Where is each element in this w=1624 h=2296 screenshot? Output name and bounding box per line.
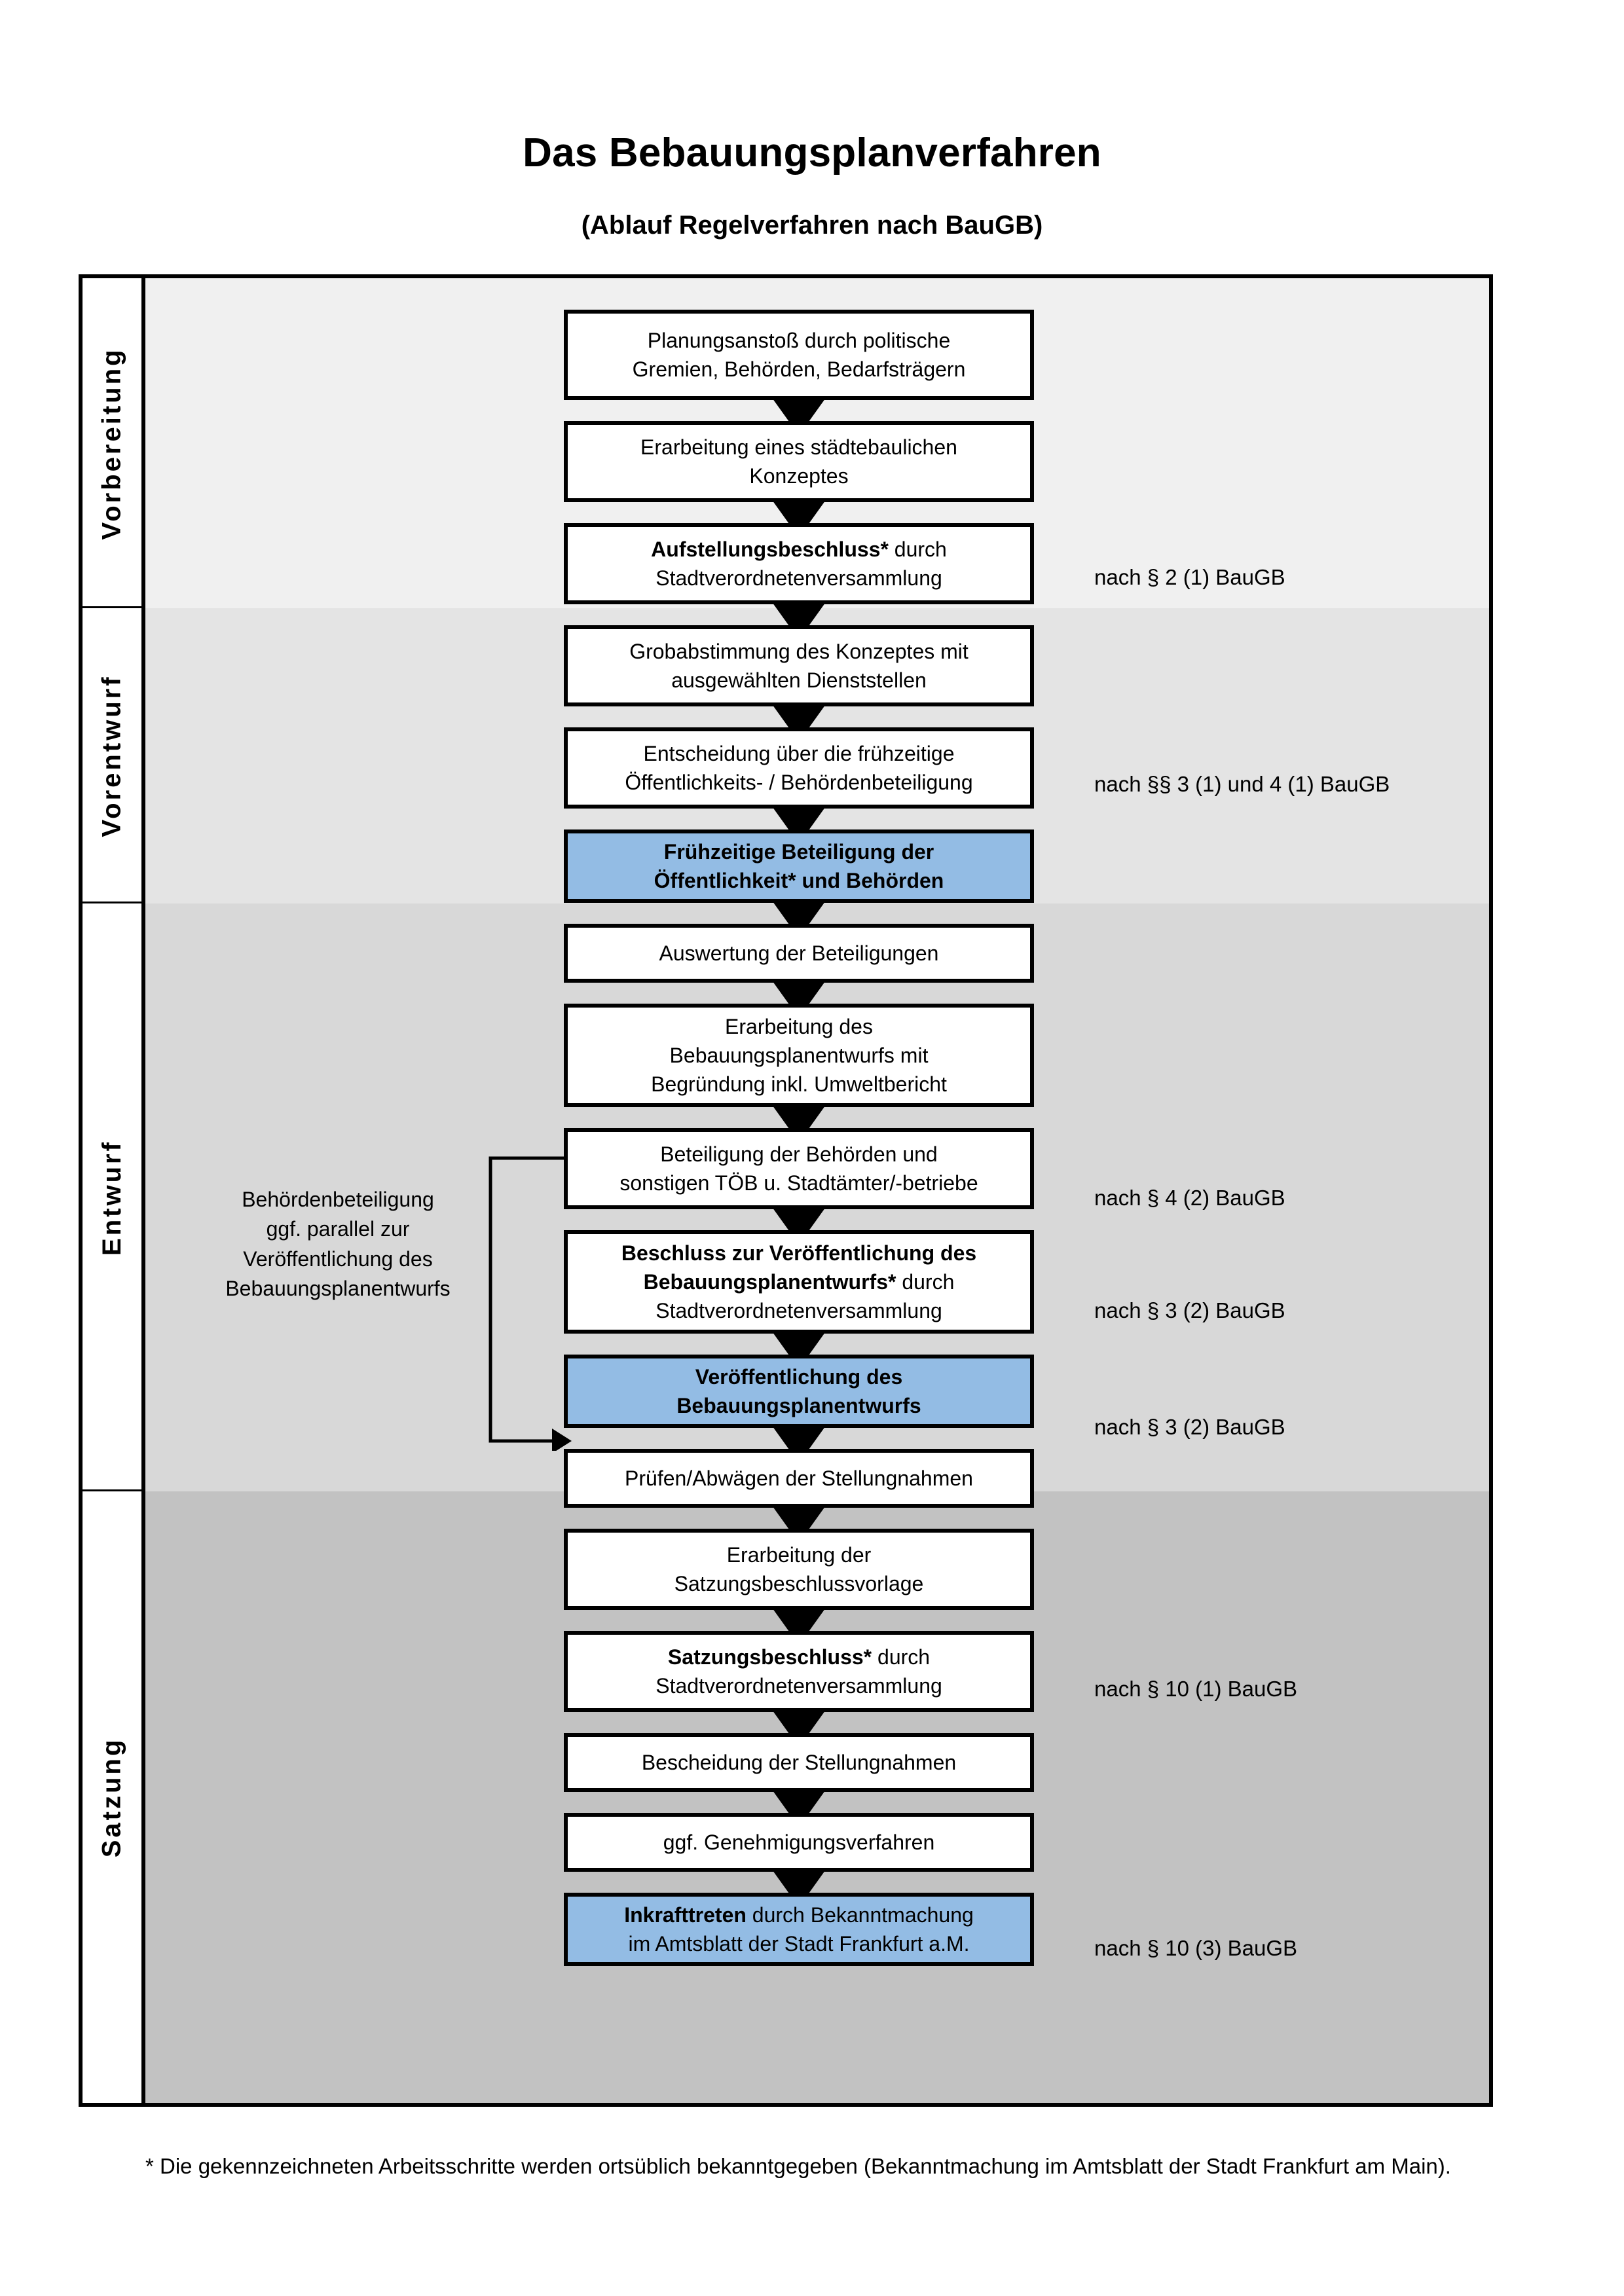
phase-label-text: Entwurf <box>97 1139 126 1256</box>
process-box-bescheidung[interactable]: Bescheidung der Stellungnahmen <box>564 1733 1034 1792</box>
side-note-line: ggf. parallel zur <box>266 1217 410 1241</box>
phase-label-vorentwurf: Vorentwurf <box>83 608 145 903</box>
side-note-line: Veröffentlichung des <box>243 1247 433 1271</box>
page-subtitle: (Ablauf Regelverfahren nach BauGB) <box>581 211 1043 240</box>
legal-reference-10-3: nach § 10 (3) BauGB <box>1094 1936 1298 1960</box>
phase-label-entwurf: Entwurf <box>83 903 145 1491</box>
process-box-auswertung[interactable]: Auswertung der Beteiligungen <box>564 924 1034 983</box>
phase-label-vorbereitung: Vorbereitung <box>83 278 145 608</box>
footnote: * Die gekennzeichneten Arbeitsschritte w… <box>145 2154 1451 2178</box>
phase-label-text: Satzung <box>97 1737 126 1857</box>
phase-label-text: Vorbereitung <box>97 347 126 539</box>
box-text: ggf. Genehmigungsverfahren <box>663 1830 935 1854</box>
legal-reference-3-2-b: nach § 3 (2) BauGB <box>1094 1415 1285 1439</box>
entwurf-side-note: Behördenbeteiligung ggf. parallel zur Ve… <box>155 1185 521 1304</box>
legal-reference-3-2-a: nach § 3 (2) BauGB <box>1094 1298 1285 1322</box>
legal-reference-3-1-4-1: nach §§ 3 (1) und 4 (1) BauGB <box>1094 772 1390 796</box>
phase-label-text: Vorentwurf <box>97 674 126 837</box>
process-box-pruefen-abwaegen[interactable]: Prüfen/Abwägen der Stellungnahmen <box>564 1449 1034 1508</box>
flowchart-frame: Vorbereitung Vorentwurf Entwurf Satzung … <box>79 274 1493 2107</box>
legal-reference-4-2: nach § 4 (2) BauGB <box>1094 1186 1285 1210</box>
legal-reference-2-1: nach § 2 (1) BauGB <box>1094 565 1285 589</box>
process-box-genehmigungsverfahren[interactable]: ggf. Genehmigungsverfahren <box>564 1813 1034 1872</box>
phase-label-satzung: Satzung <box>83 1491 145 2103</box>
box-text: Bescheidung der Stellungnahmen <box>641 1750 957 1774</box>
legal-reference-10-1: nach § 10 (1) BauGB <box>1094 1677 1298 1701</box>
side-note-line: Bebauungsplanentwurfs <box>225 1277 451 1301</box>
page-title: Das Bebauungsplanverfahren <box>523 130 1101 175</box>
box-text: Prüfen/Abwägen der Stellungnahmen <box>625 1466 973 1490</box>
box-text: Auswertung der Beteiligungen <box>659 941 939 965</box>
side-note-line: Behördenbeteiligung <box>242 1188 434 1211</box>
